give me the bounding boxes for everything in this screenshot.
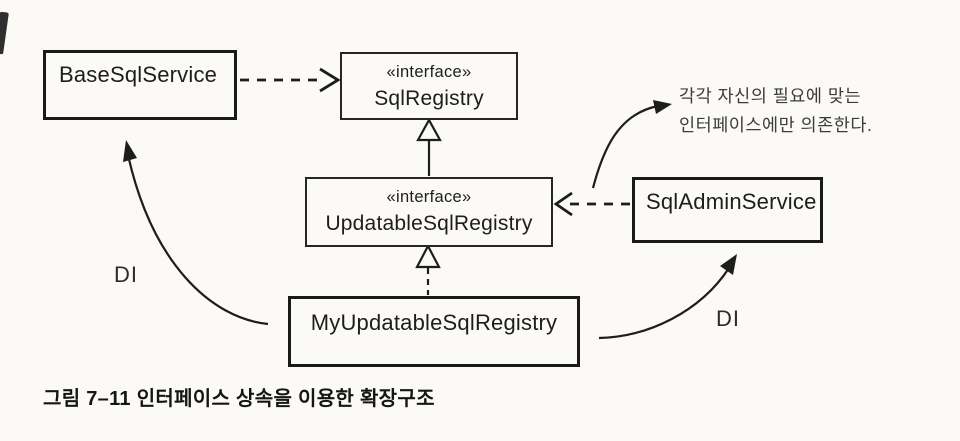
interface-name: SqlRegistry <box>374 87 484 110</box>
interface-box-sqlregistry: «interface» SqlRegistry <box>340 52 518 120</box>
generalization-arrow-updatable-to-sqlregistry <box>416 117 442 176</box>
dependency-arrow-admin-to-updatable <box>553 191 630 217</box>
class-box-myupdatablesqlregistry: MyUpdatableSqlRegistry <box>288 296 580 367</box>
realization-arrow-myimpl-to-updatable <box>415 243 441 295</box>
stereotype-label: «interface» <box>386 63 472 81</box>
class-box-sqladminservice: SqlAdminService <box>632 177 823 243</box>
class-name: MyUpdatableSqlRegistry <box>310 310 558 335</box>
di-arrow-to-admin <box>598 254 737 340</box>
stereotype-label: «interface» <box>386 188 472 206</box>
interface-name: UpdatableSqlRegistry <box>325 212 533 235</box>
di-label-left: DI <box>114 262 138 287</box>
di-label-right: DI <box>716 306 740 331</box>
di-arrow-to-base <box>123 140 269 326</box>
dependency-arrow-base-to-sqlregistry <box>240 67 341 93</box>
class-name: BaseSqlService <box>59 62 218 87</box>
annotation-text: 각각 자신의 필요에 맞는 인터페이스에만 의존한다. <box>679 82 872 139</box>
annotation-line-1: 각각 자신의 필요에 맞는 <box>679 86 862 106</box>
class-name: SqlAdminService <box>646 189 817 214</box>
figure-caption: 그림 7–11 인터페이스 상속을 이용한 확장구조 <box>43 388 435 410</box>
annotation-arrow <box>591 100 672 189</box>
annotation-line-2: 인터페이스에만 의존한다. <box>679 114 873 135</box>
class-box-basesqlservice: BaseSqlService <box>43 50 237 120</box>
interface-box-updatablesqlregistry: «interface» UpdatableSqlRegistry <box>305 177 553 247</box>
